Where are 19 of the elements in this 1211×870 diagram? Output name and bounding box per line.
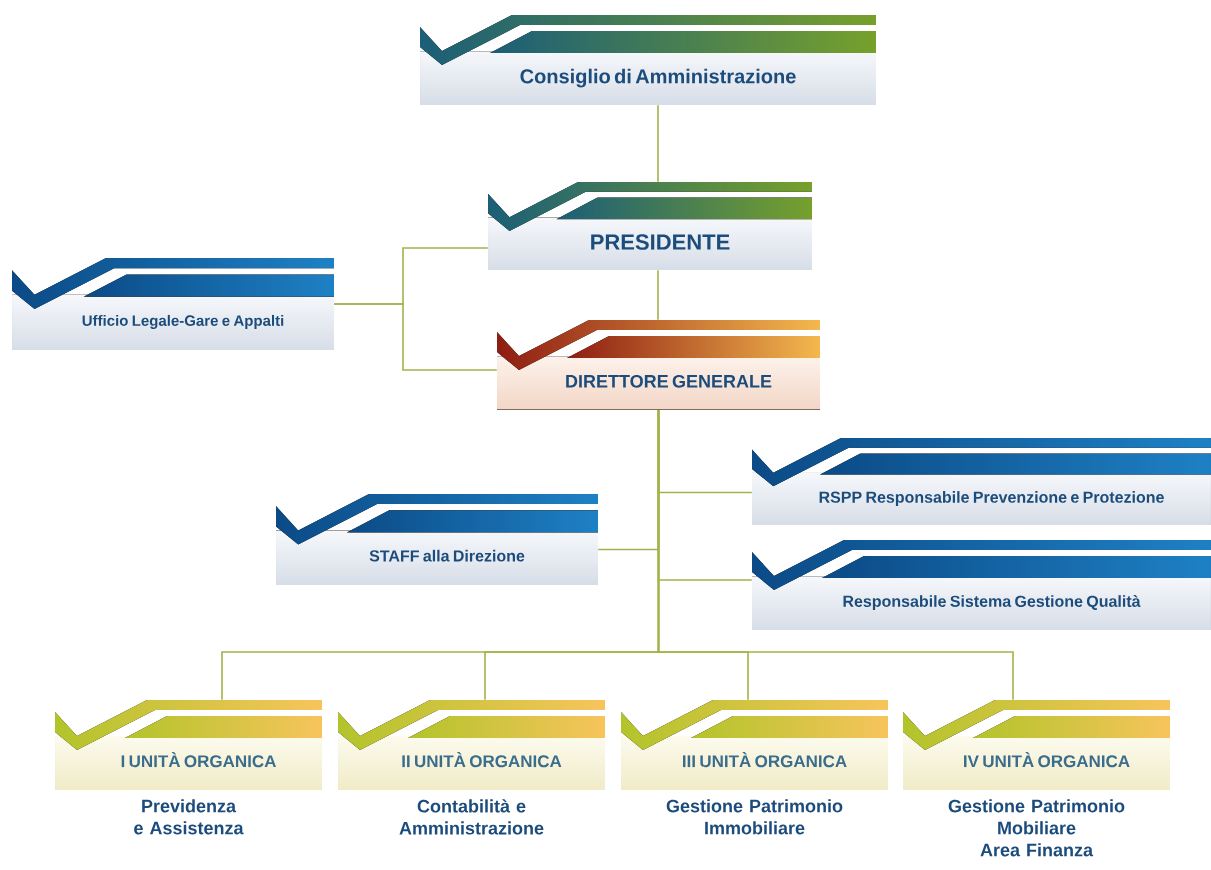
unit-box: IV UNITÀ ORGANICA (903, 700, 1170, 790)
staff-box: Ufficio Legale-Gare e Appalti (12, 258, 334, 350)
unit-description: Gestione Patrimonio Mobiliare Area Finanza (948, 799, 1125, 857)
connector-line (657, 269, 659, 321)
unit-box: III UNITÀ ORGANICA (621, 700, 888, 790)
director-box: DIRETTORE GENERALE (497, 320, 820, 410)
unit-description: Contabilità e Amministrazione (399, 799, 544, 835)
connector-line (657, 409, 1014, 701)
unit-box: I UNITÀ ORGANICA (55, 700, 322, 790)
staff-box: Responsabile Sistema Gestione Qualità (752, 540, 1211, 630)
header-box: PRESIDENTE (488, 182, 812, 270)
staff-box: RSPP Responsabile Prevenzione e Protezione (752, 438, 1211, 525)
connector-line (657, 104, 659, 183)
staff-box: STAFF alla Direzione (276, 494, 598, 585)
connector-line (333, 303, 498, 371)
unit-description: Gestione Patrimonio Immobiliare (666, 799, 843, 835)
unit-description: Previdenza e Assistenza (134, 799, 244, 835)
header-box: Consiglio di Amministrazione (420, 15, 876, 105)
unit-box: II UNITÀ ORGANICA (338, 700, 605, 790)
